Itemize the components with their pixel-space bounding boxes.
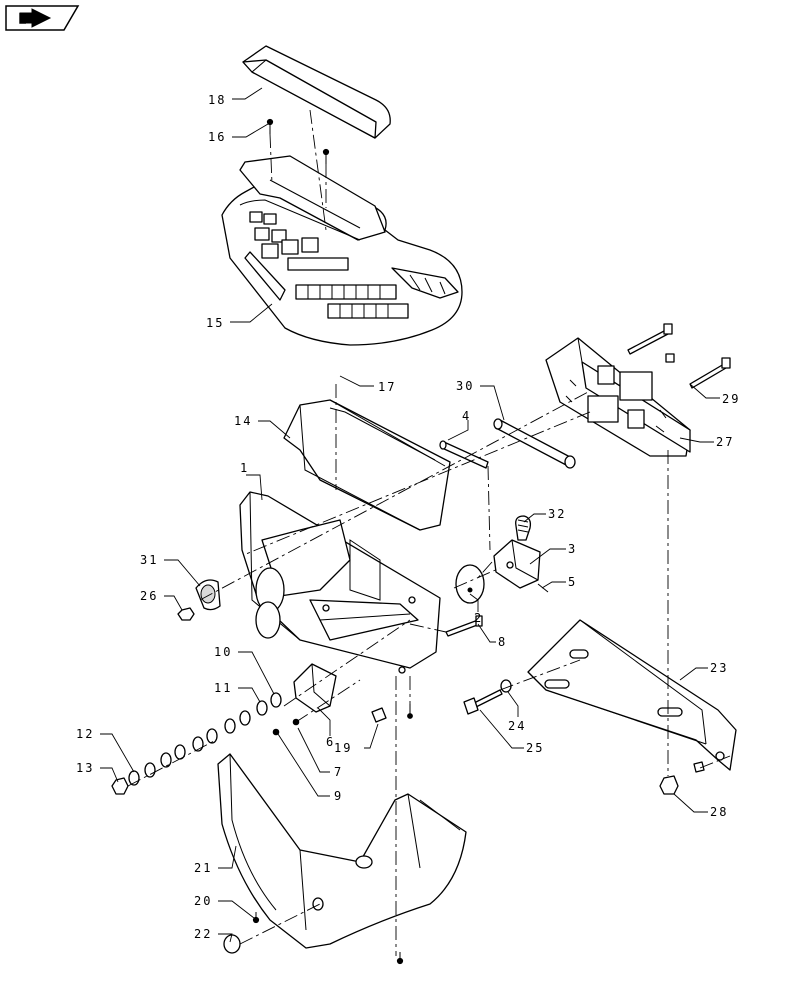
- callout-1: 1: [240, 461, 249, 475]
- callout-21: 21: [194, 861, 212, 875]
- bottom-screw: [396, 952, 404, 965]
- part-1-main-frame: [239, 491, 441, 674]
- parts-7-9-19-fasteners: [272, 704, 413, 736]
- part-25-bolt: [463, 689, 503, 715]
- part-20-screw: [252, 912, 260, 924]
- callout-22: 22: [194, 927, 212, 941]
- callout-3: 3: [568, 542, 577, 556]
- callout-12: 12: [76, 727, 94, 741]
- leader-lines: [100, 87, 720, 943]
- part-30-rods: [493, 418, 576, 469]
- callout-7: 7: [334, 765, 343, 779]
- callout-6: 6: [326, 735, 335, 749]
- callout-17: 17: [378, 380, 396, 394]
- callout-31: 31: [140, 553, 158, 567]
- part-8-bolt: [445, 615, 483, 637]
- part-28-nut: [659, 761, 705, 795]
- part-14-tray: [283, 399, 451, 531]
- callout-5: 5: [568, 575, 577, 589]
- part-18-armrest-pad: [242, 45, 391, 139]
- callout-19: 19: [334, 741, 352, 755]
- callout-8: 8: [498, 635, 507, 649]
- alignment-lines: [127, 109, 731, 956]
- parts-10-11-12-washers: [128, 692, 282, 786]
- part-15-control-console: [221, 155, 463, 346]
- part-32-spring: [515, 515, 532, 541]
- callout-labels: 18 16 15 17 14 4 30 29 27 1 32 3 5 31 26…: [76, 93, 740, 941]
- callout-26: 26: [140, 589, 158, 603]
- callout-32: 32: [548, 507, 566, 521]
- callout-10: 10: [214, 645, 232, 659]
- part-3-bracket: [493, 539, 541, 589]
- callout-28: 28: [710, 805, 728, 819]
- callout-4: 4: [462, 409, 471, 423]
- callout-2: 2: [474, 611, 483, 625]
- callout-30: 30: [456, 379, 474, 393]
- callout-15: 15: [206, 316, 224, 330]
- callout-13: 13: [76, 761, 94, 775]
- part-31-bushing: [195, 579, 221, 611]
- part-21-lower-cover: [217, 753, 467, 949]
- callout-16: 16: [208, 130, 226, 144]
- part-6-block: [293, 663, 337, 713]
- next-page-arrow-icon[interactable]: [5, 5, 80, 31]
- callout-18: 18: [208, 93, 226, 107]
- part-4-shaft: [439, 440, 489, 469]
- part-27-mount-bracket: [545, 337, 691, 457]
- callout-25: 25: [526, 741, 544, 755]
- callout-11: 11: [214, 681, 232, 695]
- part-13-nut: [111, 777, 129, 795]
- callout-20: 20: [194, 894, 212, 908]
- part-2-disc: [455, 564, 485, 604]
- part-26-nut: [177, 607, 195, 621]
- callout-14: 14: [234, 414, 252, 428]
- callout-27: 27: [716, 435, 734, 449]
- callout-29: 29: [722, 392, 740, 406]
- part-29-bolts: [627, 323, 731, 389]
- part-5-pin: [537, 583, 549, 593]
- callout-9: 9: [334, 789, 343, 803]
- part-16-screws: [266, 118, 330, 164]
- callout-24: 24: [508, 719, 526, 733]
- part-22-cap: [223, 934, 241, 954]
- part-23-support-plate: [527, 619, 737, 771]
- callout-23: 23: [710, 661, 728, 675]
